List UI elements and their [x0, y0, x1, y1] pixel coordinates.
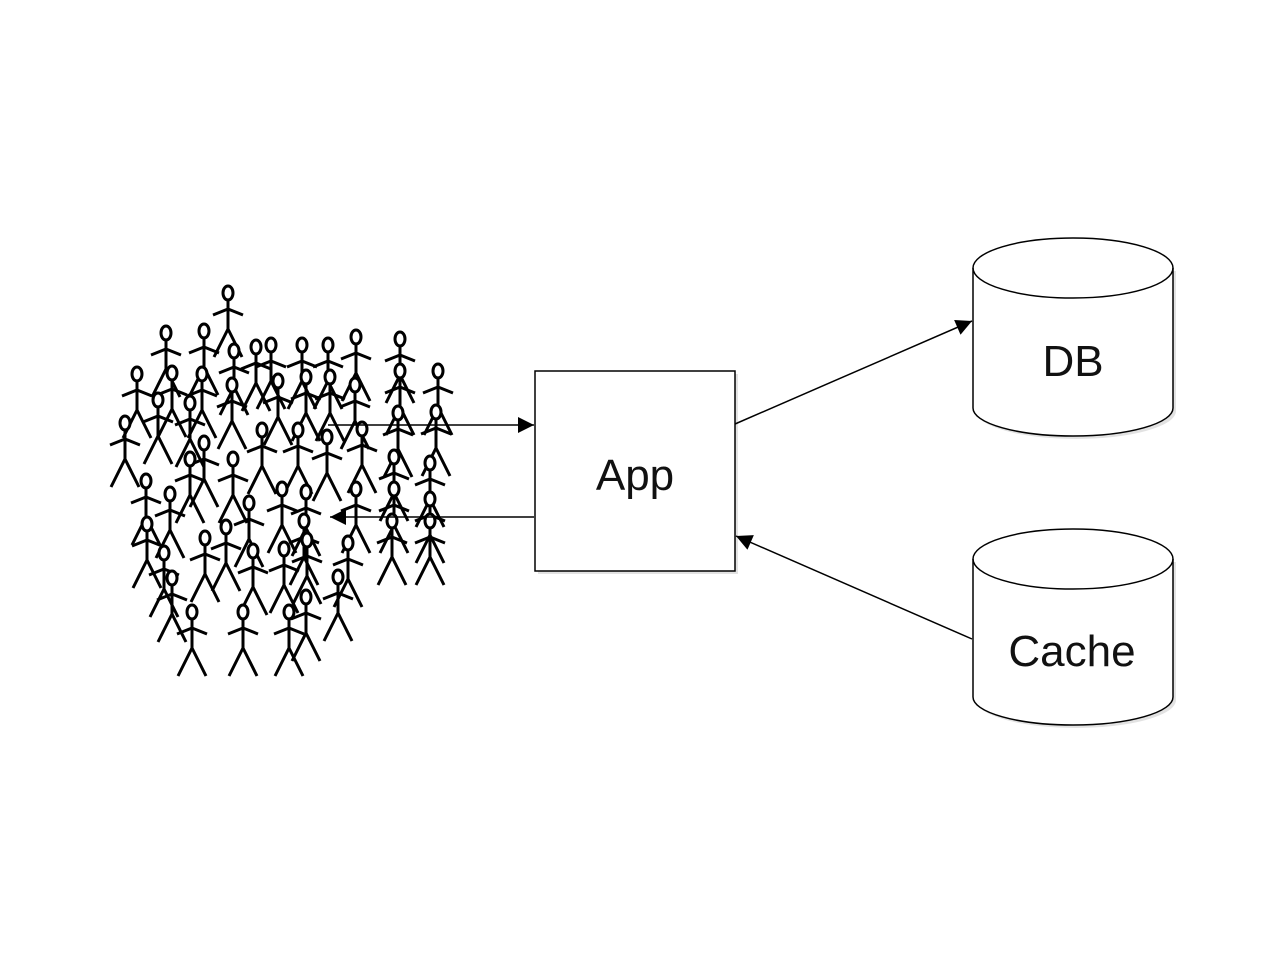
user-stick-figure-icon: [255, 336, 287, 410]
db-node-label: DB: [1042, 337, 1103, 386]
edge-app-to-db: [734, 320, 973, 425]
app-node: App: [534, 370, 738, 574]
user-stick-figure-icon: [131, 515, 163, 589]
user-stick-figure-icon: [174, 394, 206, 468]
user-stick-figure-icon: [311, 428, 343, 502]
app-node-label: App: [596, 451, 674, 500]
user-stick-figure-icon: [414, 512, 446, 586]
user-stick-figure-icon: [273, 603, 305, 677]
user-stick-figure-icon: [188, 434, 220, 508]
user-stick-figure-icon: [148, 544, 180, 618]
user-stick-figure-icon: [288, 512, 320, 586]
user-stick-figure-icon: [130, 472, 162, 546]
user-stick-figure-icon: [142, 391, 174, 465]
user-stick-figure-icon: [156, 569, 188, 643]
user-stick-figure-icon: [290, 588, 322, 662]
user-stick-figure-icon: [382, 404, 414, 478]
user-stick-figure-icon: [216, 376, 248, 450]
user-stick-figure-icon: [176, 603, 208, 677]
user-stick-figure-icon: [174, 450, 206, 524]
user-stick-figure-icon: [262, 372, 294, 446]
user-stick-figure-icon: [246, 421, 278, 495]
user-stick-figure-icon: [282, 421, 314, 495]
user-stick-figure-icon: [314, 368, 346, 442]
user-stick-figure-icon: [237, 542, 269, 616]
user-stick-figure-icon: [210, 518, 242, 592]
user-stick-figure-icon: [291, 531, 323, 605]
edge-cache-to-app: [735, 535, 973, 640]
user-stick-figure-icon: [189, 529, 221, 603]
user-stick-figure-icon: [266, 480, 298, 554]
user-stick-figure-icon: [346, 420, 378, 494]
cache-node: Cache: [972, 528, 1176, 728]
db-node: DB: [972, 237, 1176, 439]
user-stick-figure-icon: [154, 485, 186, 559]
user-stick-figure-icon: [150, 324, 182, 398]
user-stick-figure-icon: [109, 414, 141, 488]
user-stick-figure-icon: [217, 450, 249, 524]
user-stick-figure-icon: [188, 322, 220, 396]
user-stick-figure-icon: [268, 540, 300, 614]
user-stick-figure-icon: [227, 603, 259, 677]
user-stick-figure-icon: [322, 568, 354, 642]
users-crowd-icon: [109, 284, 454, 677]
cache-node-label: Cache: [1008, 627, 1135, 676]
